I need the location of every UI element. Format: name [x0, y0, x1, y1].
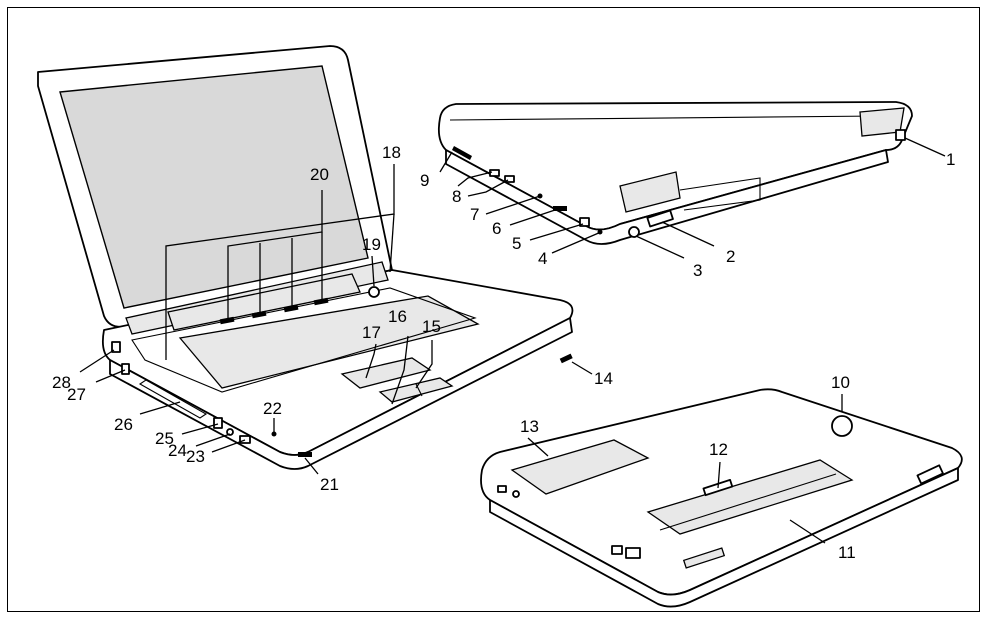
touchpad [340, 357, 432, 389]
leader-lines [79, 137, 946, 544]
callout-25: 25 [155, 429, 174, 448]
closed-notebook-rear-illustration [437, 101, 913, 245]
callout-6: 6 [492, 219, 501, 238]
callout-4: 4 [538, 249, 547, 268]
easy-launch-strip [167, 273, 361, 331]
callout-18: 18 [382, 143, 401, 162]
memory-cover [510, 439, 650, 495]
callout-14: 14 [594, 369, 613, 388]
callout-28: 28 [52, 373, 71, 392]
callout-20: 20 [310, 165, 329, 184]
callout-10: 10 [831, 373, 850, 392]
callout-5: 5 [512, 234, 521, 253]
callout-2: 2 [726, 247, 735, 266]
callout-27: 27 [67, 385, 86, 404]
callout-13: 13 [520, 417, 539, 436]
callout-17: 17 [362, 323, 381, 342]
callout-11: 11 [838, 543, 856, 562]
callout-8: 8 [452, 187, 461, 206]
callout-19: 19 [362, 235, 381, 254]
rear-edge [445, 149, 889, 245]
callout-9: 9 [420, 171, 429, 190]
callout-15: 15 [422, 317, 441, 336]
callout-labels: 1 2 3 4 5 6 7 8 9 10 11 12 13 14 15 16 1… [52, 143, 955, 562]
callout-7: 7 [470, 205, 479, 224]
callout-3: 3 [693, 261, 702, 280]
display-screen [59, 65, 369, 309]
notebook-underside-illustration [480, 388, 963, 608]
callout-22: 22 [263, 399, 282, 418]
callout-26: 26 [114, 415, 133, 434]
callout-16: 16 [388, 307, 407, 326]
notebook-front-edge [109, 317, 573, 470]
callout-1: 1 [946, 150, 955, 169]
callout-21: 21 [320, 475, 339, 494]
callout-12: 12 [709, 440, 728, 459]
keyboard [178, 295, 480, 389]
callout-23: 23 [186, 447, 205, 466]
callout-24: 24 [168, 441, 187, 460]
